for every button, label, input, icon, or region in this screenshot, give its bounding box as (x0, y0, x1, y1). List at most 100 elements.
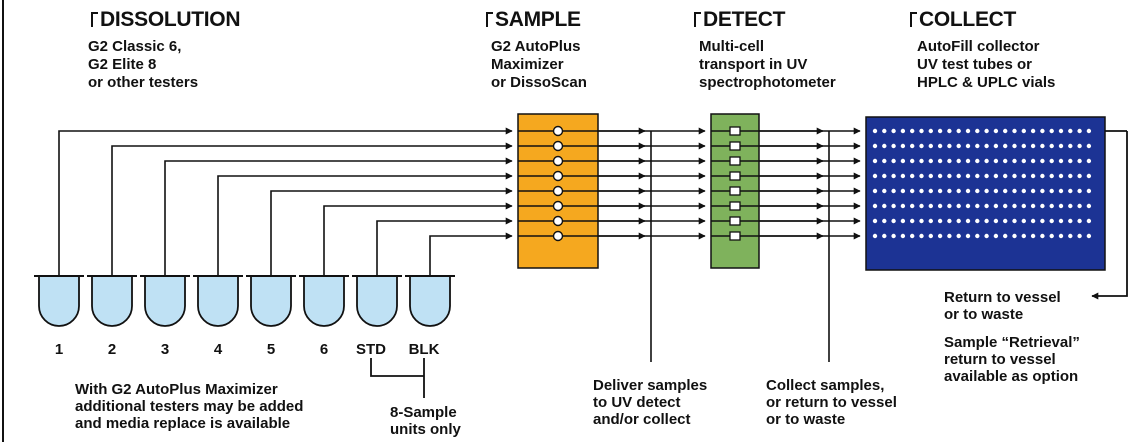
collector-vial (1003, 143, 1008, 149)
detector-cell-8 (729, 231, 741, 241)
collector-vial (1077, 158, 1082, 164)
detector-cell-2 (729, 141, 741, 151)
sampler-ports (518, 125, 598, 242)
collector-vial (1077, 143, 1082, 149)
collector-vial (1049, 143, 1054, 149)
collector-vial (1030, 233, 1036, 239)
vessel-to-sampler-line-6 (323, 202, 513, 278)
sampler-port-5 (552, 185, 564, 197)
detector-cell-6 (729, 201, 741, 211)
collector-vial (1077, 128, 1082, 134)
collector-vial (891, 188, 896, 194)
collector-vial (882, 128, 887, 134)
collector-vial (993, 158, 999, 164)
collector-vial (947, 188, 952, 194)
collector-vial (919, 218, 924, 224)
sampler-port-6 (552, 200, 564, 212)
collector-vial (928, 158, 933, 164)
collector-vial (947, 158, 952, 164)
collector-vial (919, 128, 924, 134)
collector-vial (1068, 203, 1073, 209)
collector-vial (947, 218, 952, 224)
collector-vial (1012, 203, 1017, 209)
collector-vial (1021, 173, 1026, 179)
collector-vial (984, 218, 989, 224)
collector-vial (872, 218, 878, 224)
sample-header-bracket (486, 12, 493, 27)
collector-vial (891, 173, 896, 179)
vessel-to-sampler-line-1 (58, 127, 513, 278)
collector-vial (1077, 218, 1082, 224)
dissolution-title: DISSOLUTION (100, 8, 241, 31)
deliver-note: Deliver samples to UV detect and/or coll… (593, 377, 708, 428)
collector-vial (937, 233, 943, 239)
vessel-to-sampler-line-5 (270, 187, 513, 278)
collector-vial (891, 128, 896, 134)
sampler-port-2 (552, 140, 564, 152)
collector-vial (872, 233, 878, 239)
vessel-6 (303, 276, 345, 327)
collector-vial (956, 188, 961, 194)
vessel-to-sampler-line-2 (111, 142, 513, 278)
collector-vial (872, 128, 878, 134)
collector-vial (975, 188, 980, 194)
collector-vial (919, 188, 924, 194)
collector-vial (993, 188, 999, 194)
collector-vial (975, 173, 980, 179)
collector-vial (1003, 188, 1008, 194)
collector-vial (956, 128, 961, 134)
vessel-label-4: 4 (213, 341, 223, 358)
collector-vial (1030, 143, 1036, 149)
collector-vial (910, 188, 915, 194)
collector-vial (1049, 233, 1054, 239)
collector-vial (975, 143, 980, 149)
collector-vial (1012, 173, 1017, 179)
collector-vial (1040, 188, 1045, 194)
collector-vial (1068, 188, 1073, 194)
collector-vial (937, 158, 943, 164)
collector-vial (1058, 158, 1064, 164)
collector-vial (1068, 173, 1073, 179)
vessel-label-std: STD (356, 341, 386, 358)
collector-vial (956, 158, 961, 164)
collector-vial (919, 203, 924, 209)
collector-vial (919, 158, 924, 164)
collector-vial (984, 203, 989, 209)
collector-vial (1058, 173, 1064, 179)
collector-vial (872, 158, 878, 164)
collector-vial (1040, 173, 1045, 179)
collector-vial (882, 173, 887, 179)
collector-vial (900, 158, 906, 164)
collector-vial (1012, 158, 1017, 164)
collector-vial (1003, 233, 1008, 239)
vessel-to-sampler-line-4 (217, 172, 513, 278)
collector-vial (900, 218, 906, 224)
collector-vial (1021, 158, 1026, 164)
collector-vial (1068, 233, 1073, 239)
vessel-5 (250, 276, 292, 327)
collector-vial (937, 173, 943, 179)
collector-vial (984, 128, 989, 134)
collector-vial (900, 128, 906, 134)
collector-vial (900, 143, 906, 149)
sampler-port-8 (552, 230, 564, 242)
collector-vial (928, 188, 933, 194)
collector-vial (937, 143, 943, 149)
collector-vial (1021, 188, 1026, 194)
collector-vial (965, 128, 971, 134)
collector-vial (910, 143, 915, 149)
collector-vial (1049, 218, 1054, 224)
collector-vial (975, 203, 980, 209)
retrieval-note: Sample “Retrieval” return to vessel avai… (944, 334, 1080, 385)
collector-vial (910, 158, 915, 164)
collector-vial (1086, 233, 1092, 239)
collector-vial (1030, 203, 1036, 209)
vessel-to-sampler-line-8 (429, 232, 513, 278)
collector-vial (1040, 218, 1045, 224)
collector-vial (965, 233, 971, 239)
detector-cell-7 (729, 216, 741, 226)
collector-vial (1012, 128, 1017, 134)
collector-vial (937, 203, 943, 209)
collect-title: COLLECT (919, 8, 1017, 31)
